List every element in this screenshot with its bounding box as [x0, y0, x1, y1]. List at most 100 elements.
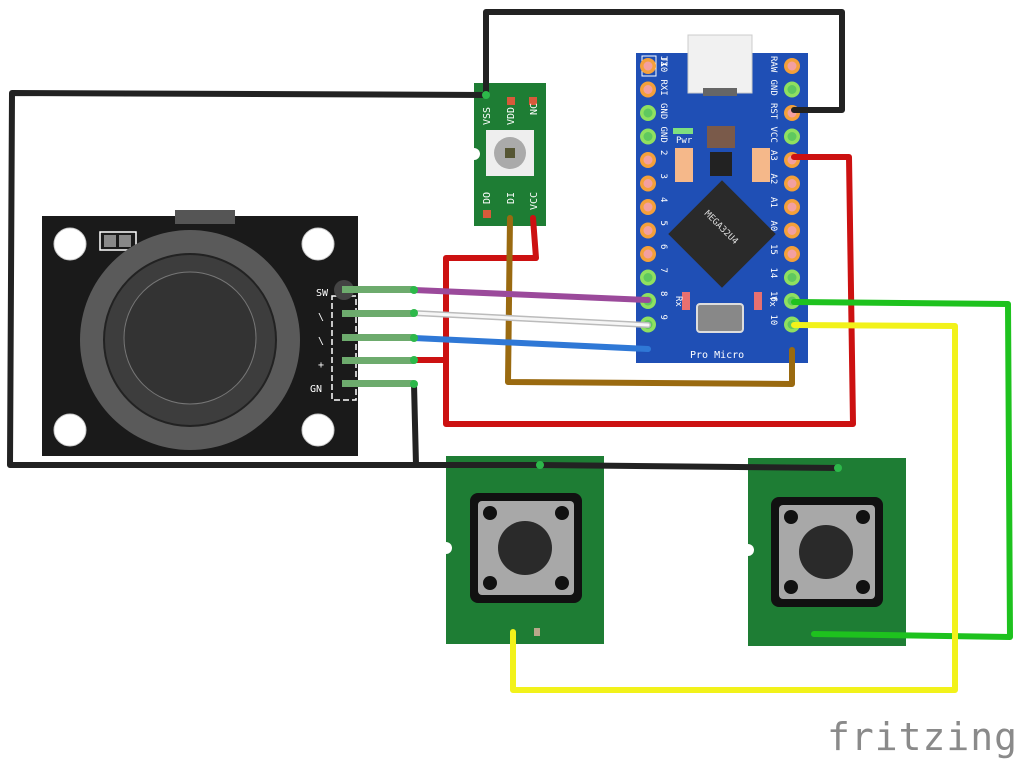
pwr-led	[673, 128, 693, 134]
pin-pad	[787, 61, 797, 71]
pin-pad	[643, 85, 653, 94]
wire-yellow-16-to-button1[interactable]	[510, 322, 958, 693]
endpoint	[410, 380, 418, 388]
pad-do	[483, 210, 491, 218]
mega32u4-chip	[668, 180, 776, 288]
right-pin-label: 15	[768, 244, 778, 255]
left-pin-label: 7	[658, 268, 668, 273]
pwr-label: Pwr	[676, 136, 693, 146]
usb-mouth	[703, 88, 737, 96]
button-rivet	[483, 506, 497, 520]
mount-hole	[53, 227, 87, 261]
right-pin-label: VCC	[768, 127, 778, 143]
board-notch	[440, 542, 452, 554]
pad	[534, 628, 540, 636]
button-rivet	[784, 510, 798, 524]
wire-purple-sw-to-7[interactable]	[411, 287, 651, 303]
left-pin-label: 5	[658, 221, 668, 226]
endpoint	[410, 286, 418, 294]
right-pin-label: GND	[768, 80, 778, 96]
mount-hole	[301, 413, 335, 447]
left-pin-label: TX0	[658, 56, 668, 72]
wire-endpoints	[410, 91, 842, 472]
pin-pad	[643, 155, 653, 165]
joystick-pin-labels: SW \ \ + GN	[310, 288, 329, 395]
pin-label-sw: SW	[316, 288, 329, 299]
header-pin-gnd	[342, 380, 414, 387]
pin-pad	[787, 226, 797, 235]
pad-vdd	[507, 97, 515, 105]
wire-black-joystick-gnd[interactable]	[411, 381, 419, 468]
button-rivet	[784, 580, 798, 594]
pushbutton-1[interactable]	[440, 456, 604, 644]
endpoint	[834, 464, 842, 472]
wire-blue-vry-to-9[interactable]	[411, 335, 651, 352]
left-pin-label: GND	[658, 127, 668, 143]
board-notch	[742, 544, 754, 556]
pushbutton-2[interactable]	[742, 458, 906, 646]
pin-pad	[787, 249, 797, 259]
header-pin-vrx	[342, 310, 414, 317]
left-pin-label: 8	[658, 291, 668, 296]
pin-label-gnd: GN	[310, 384, 322, 395]
joystick-cap	[123, 271, 257, 405]
pin-pad	[787, 132, 797, 141]
pin-pad	[787, 179, 797, 188]
pin-pad	[787, 85, 797, 94]
pin-label-vss: VSS	[482, 107, 493, 125]
header-pin-5v	[342, 357, 414, 364]
button-cap[interactable]	[498, 521, 552, 575]
switch-pad	[104, 235, 116, 247]
right-pin-label: A2	[768, 174, 778, 185]
right-pin-label: 16	[768, 291, 778, 302]
endpoint	[536, 461, 544, 469]
endpoint	[482, 91, 490, 99]
wire-black-ground-bus[interactable]	[7, 90, 841, 471]
right-pin-label: RST	[768, 103, 778, 120]
joystick-header-pins	[342, 286, 414, 387]
header-pin-vry	[342, 334, 414, 341]
tx-led	[754, 292, 762, 310]
led-pin-labels: VSS VDD NC DO DI VCC	[482, 103, 540, 210]
tx-label: Tx	[767, 296, 777, 307]
fritzing-logo: fritzing	[826, 715, 1018, 759]
mount-hole	[301, 227, 335, 261]
regulator	[710, 152, 732, 176]
jumper-label: J1	[658, 56, 668, 67]
right-pin-label: RAW	[768, 56, 778, 73]
wire-brown-di-to-10[interactable]	[505, 215, 795, 387]
header-pin-sw	[342, 286, 414, 293]
endpoint	[410, 309, 418, 317]
left-pin-label: 9	[658, 315, 668, 320]
pin-pad	[787, 202, 797, 212]
switch-pad	[119, 235, 131, 247]
endpoint	[410, 356, 418, 364]
left-pin-label: RXI	[658, 80, 668, 96]
led-die	[505, 148, 515, 158]
joystick-top-bracket	[175, 210, 235, 224]
joystick-module[interactable]: SW \ \ + GN	[42, 210, 414, 456]
wire-white-core	[412, 311, 650, 327]
pin-label-vry: \	[318, 336, 324, 347]
pro-micro-board[interactable]: J1 Pwr MEGA32U4 Rx Tx Pro Micro TX0RXIGN…	[636, 34, 808, 363]
led-module[interactable]: VSS VDD NC DO DI VCC	[468, 83, 546, 226]
endpoint	[410, 334, 418, 342]
button-cap[interactable]	[799, 525, 853, 579]
pin-label-do: DO	[482, 192, 493, 204]
right-pin-label: A3	[768, 150, 778, 161]
wire-black-vss-to-gnd[interactable]	[483, 9, 845, 113]
left-pin-label: 3	[658, 174, 668, 179]
switch-footprint	[99, 231, 137, 251]
board-notch	[468, 148, 480, 160]
component	[707, 126, 735, 148]
rx-led	[682, 292, 690, 310]
wire-green-14-to-button2[interactable]	[791, 299, 1013, 640]
capacitor	[752, 148, 770, 182]
capacitor	[675, 148, 693, 182]
right-pin-label: A1	[768, 197, 778, 208]
left-pin-label: 2	[658, 150, 668, 155]
pin-pad	[787, 273, 797, 282]
wire-red-vcc[interactable]	[443, 154, 856, 427]
right-pin-label: A0	[768, 221, 778, 232]
